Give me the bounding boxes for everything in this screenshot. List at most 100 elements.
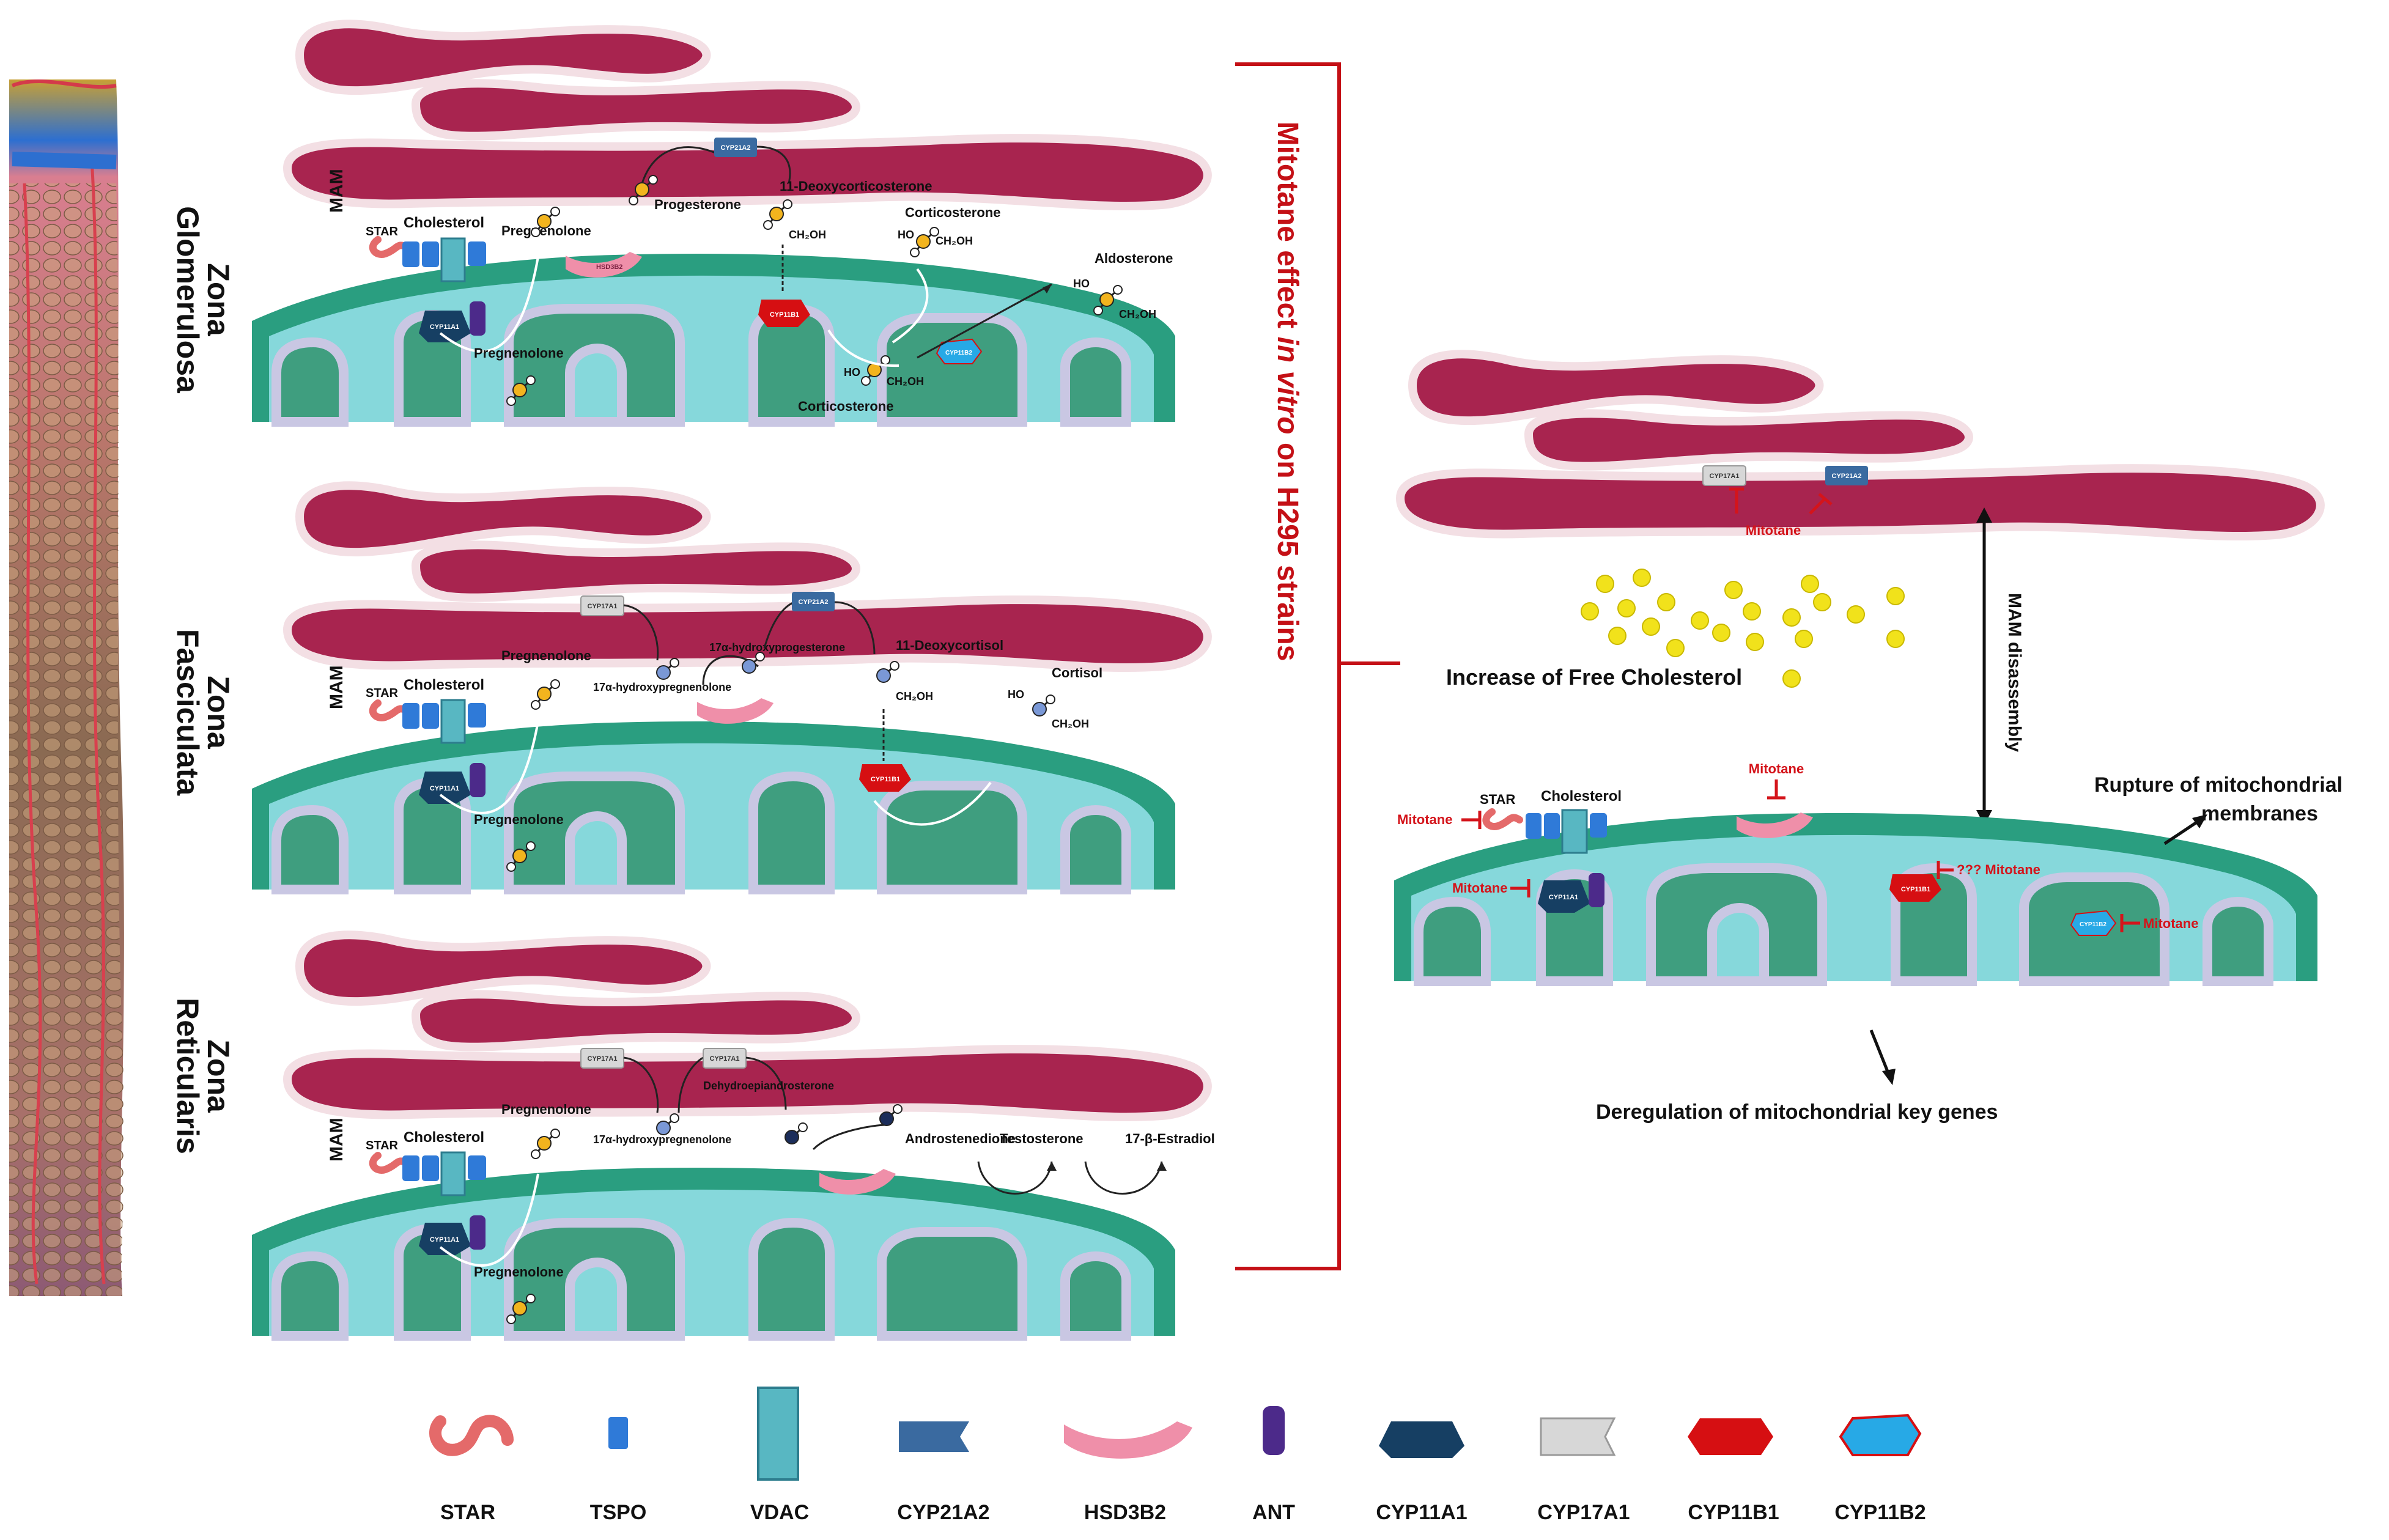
legend-item-cyp21a2: CYP21A2 — [897, 1421, 990, 1524]
svg-text:CYP17A1: CYP17A1 — [1710, 473, 1740, 480]
legend-item-star: STAR — [429, 1415, 514, 1524]
panel-glomerulosa: MAM STAR Cholesterol CYP11A1 Pregnenolon… — [252, 24, 1208, 422]
cortisol-molecule — [1032, 694, 1056, 717]
cyp11b2-icon: CYP11B2 — [2070, 910, 2117, 936]
tspo-icon — [422, 241, 439, 267]
deoxycortisol-label: 11-Deoxycortisol — [896, 638, 1003, 653]
mitochondrion — [252, 254, 1175, 422]
chemical-group-label: CH₂OH — [1119, 308, 1156, 320]
panel-reticularis: MAM STAR Cholesterol CYP11A1 Pregnenolon… — [252, 935, 1215, 1336]
svg-text:CYP21A2: CYP21A2 — [897, 1501, 989, 1524]
svg-text:ANT: ANT — [1252, 1501, 1295, 1524]
chemical-group-label: HO — [1008, 688, 1024, 701]
panel-fasciculata: MAM STAR Cholesterol CYP11A1 Pregnenolon… — [252, 485, 1208, 890]
mitotane-bracket — [1235, 62, 1400, 1270]
progesterone-label: Progesterone — [654, 197, 741, 212]
mam-disassembly-label: MAM disassembly — [2004, 593, 2025, 752]
tspo-icon — [422, 703, 439, 729]
cyp11b1-icon: CYP11B1 — [1889, 874, 1941, 902]
star-label: STAR — [1480, 792, 1515, 807]
chemical-group-label: HO — [898, 229, 914, 241]
hydroxyprogesterone-label: 17α-hydroxyprogesterone — [709, 641, 845, 654]
svg-text:CYP11B1: CYP11B1 — [1688, 1501, 1779, 1524]
cyp21a2-icon: CYP21A2 — [1825, 466, 1868, 485]
cyp11b1-icon — [1688, 1418, 1773, 1455]
hsd3b2-icon — [1064, 1421, 1192, 1459]
svg-text:CYP11B1: CYP11B1 — [871, 776, 900, 783]
cyp17a1-icon — [1540, 1417, 1616, 1456]
ant-icon — [470, 1215, 486, 1250]
chemical-group-label: CH₂OH — [789, 229, 826, 241]
chemical-group-label: CH₂OH — [896, 690, 933, 702]
inhibition-marker — [1729, 487, 1744, 514]
svg-text:Zona: Zona — [201, 263, 235, 337]
vdac-icon — [440, 237, 466, 282]
inhibition-marker — [1510, 879, 1531, 897]
tspo-icon — [468, 1155, 486, 1180]
hsd3b2-icon — [819, 1169, 896, 1195]
panel-mitotane-effect: CYP17A1 CYP21A2 Mitotane Increase of Fre… — [1394, 354, 2343, 1124]
adrenal-tissue-section — [9, 79, 125, 1296]
endoplasmic-reticulum — [1400, 354, 2321, 536]
svg-text:CYP11A1: CYP11A1 — [1549, 894, 1578, 901]
svg-text:CYP21A2: CYP21A2 — [1832, 473, 1862, 480]
chemical-group-label: CH₂OH — [887, 375, 924, 388]
cortisol-label: Cortisol — [1052, 665, 1102, 680]
zone-glomerulosa-label: Zona Glomerulosa — [171, 206, 235, 394]
pregnenolone-label: Pregnenolone — [501, 1102, 591, 1117]
legend-item-tspo: TSPO — [590, 1417, 646, 1524]
free-cholesterol-dots — [1581, 569, 1905, 688]
svg-text:Glomerulosa: Glomerulosa — [171, 206, 205, 394]
legend-item-ant: ANT — [1252, 1406, 1295, 1524]
mitochondrion — [252, 1168, 1175, 1336]
star-protein-icon — [1482, 808, 1523, 830]
svg-text:CYP21A2: CYP21A2 — [799, 599, 829, 606]
svg-text:CYP11A1: CYP11A1 — [1376, 1501, 1467, 1524]
chemical-group-label: HO — [1073, 278, 1090, 290]
hydroxypregnenolone-label: 17α-hydroxypregnenolone — [593, 681, 731, 693]
cyp11b1-icon: CYP11B1 — [859, 764, 911, 792]
cyp21a2-icon: CYP21A2 — [714, 138, 757, 157]
corticosterone-label: Corticosterone — [798, 399, 893, 414]
inhibition-marker — [2120, 914, 2140, 932]
svg-text:CYP11B2: CYP11B2 — [2080, 921, 2107, 928]
mam-label: MAM — [327, 1118, 347, 1162]
cholesterol-label: Cholesterol — [404, 1129, 484, 1146]
mitotane-label: Mitotane — [1749, 761, 1804, 776]
svg-text:CYP11B2: CYP11B2 — [945, 350, 972, 356]
tspo-icon — [1544, 813, 1560, 839]
svg-text:Mitotane effect in vitro on H2: Mitotane effect in vitro on H295 strains — [1271, 122, 1304, 661]
cyp17a1-icon: CYP17A1 — [703, 1048, 747, 1069]
vdac-icon — [440, 699, 466, 744]
aldosterone-label: Aldosterone — [1095, 251, 1173, 266]
deoxycorticosterone-label: 11-Deoxycorticosterone — [780, 179, 932, 194]
svg-text:CYP11B1: CYP11B1 — [1901, 886, 1930, 893]
star-protein-icon — [369, 699, 410, 721]
chemical-group-label: CH₂OH — [1052, 718, 1089, 730]
legend-item-vdac: VDAC — [750, 1387, 809, 1524]
vdac-icon — [1561, 809, 1588, 854]
hsd3b2-icon — [697, 698, 774, 724]
svg-text:MAM: MAM — [327, 1118, 347, 1162]
tspo-icon — [468, 241, 486, 266]
pregnenolone-label: Pregnenolone — [501, 648, 591, 663]
svg-text:Fasciculata: Fasciculata — [171, 629, 205, 797]
svg-text:CYP17A1: CYP17A1 — [710, 1055, 740, 1063]
svg-text:Reticularis: Reticularis — [171, 998, 205, 1154]
hsd3b2-icon — [1737, 812, 1813, 838]
tspo-icon — [402, 241, 419, 267]
legend-item-cyp11b2: CYP11B2 — [1834, 1413, 1926, 1524]
tspo-icon — [468, 703, 486, 728]
mitotane-label: Mitotane — [1746, 523, 1801, 538]
hydroxypregnenolone-molecule — [655, 1113, 680, 1136]
hsd3b2-icon: HSD3B2 — [566, 252, 642, 278]
inhibition-marker — [1767, 779, 1785, 800]
deregulation-label: Deregulation of mitochondrial key genes — [1596, 1100, 1998, 1124]
dhea-label: Dehydroepiandrosterone — [703, 1080, 834, 1092]
mitotane-label: Mitotane — [1397, 812, 1452, 827]
tspo-icon — [422, 1155, 439, 1181]
cyp17a1-icon: CYP17A1 — [580, 1048, 624, 1069]
pregnenolone-label: Pregnenolone — [474, 1264, 564, 1280]
tspo-icon — [402, 1155, 419, 1181]
mitotane-label: ??? Mitotane — [1957, 862, 2040, 877]
